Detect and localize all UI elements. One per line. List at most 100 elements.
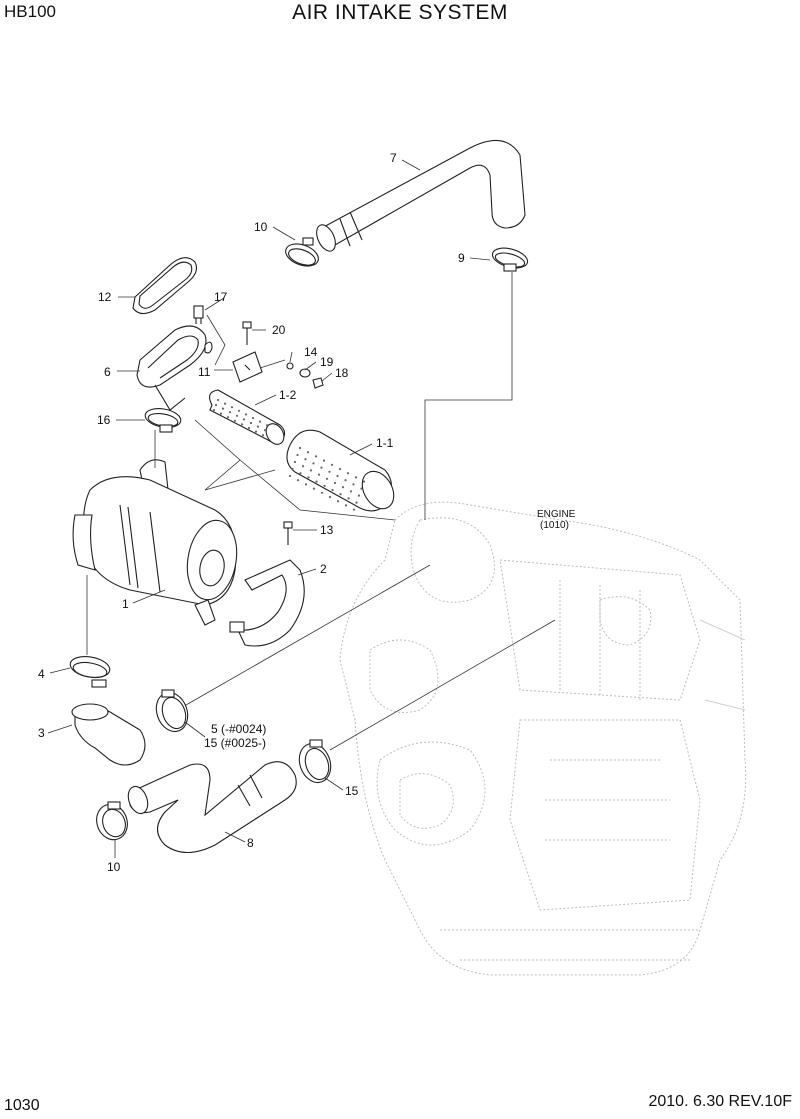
callout-6: 6 [104,365,111,379]
perforation-dot [214,403,218,407]
hose-clamp-15-right [298,739,332,784]
callout-16: 16 [97,413,111,427]
perforation-dot [357,494,361,497]
perforation-dot [226,416,230,419]
leader-lines [47,159,556,858]
perforation-dot [304,458,307,461]
perforation-dot [320,491,324,494]
perforation-dot [219,412,223,415]
perforation-dot [212,408,216,412]
page-title: AIR INTAKE SYSTEM [292,1,508,24]
intake-pipe-upper [316,139,526,252]
callout-11: 11 [198,365,211,379]
perforation-dot [258,420,262,423]
perforation-dot [347,497,350,500]
page-number: 1030 [4,1097,40,1114]
callout-4: 4 [38,667,45,681]
perforation-dot [216,398,220,402]
elbow-hose-3 [71,703,146,766]
perforation-dot [341,486,345,489]
perforation-dot [296,479,300,482]
perforation-dot [291,467,294,471]
perforation-dot [362,480,366,483]
callout-20: 20 [272,323,286,337]
perforation-dot [293,460,297,464]
perforation-dot [230,406,234,409]
perforation-dot [242,418,246,421]
air-cleaner-housing-1 [72,459,238,626]
perforation-dot [221,407,225,410]
perforation-dot [315,480,318,483]
callout-8: 8 [247,836,254,850]
callout-10-bottom: 10 [107,860,121,874]
perforation-dot [360,487,363,490]
revision-date: 2010. 6.30 REV.10F [648,1093,792,1110]
perforation-dot [251,416,255,420]
perforation-dot [244,413,248,416]
callout-15-range: 15 (#0025-) [204,736,266,750]
callout-5: 5 (-#0024) [211,722,266,736]
perforation-dot [325,477,329,480]
callout-18: 18 [335,366,349,380]
engine-ghost [339,501,747,976]
gasket-12 [132,257,197,315]
hose-clamp-5-15 [155,689,189,733]
perforation-dot [265,424,269,427]
perforation-dot [296,453,299,457]
perforation-dot [352,483,355,486]
perforation-dot [352,508,356,511]
perforation-dot [312,462,315,465]
callout-3: 3 [38,726,45,740]
callout-10-top: 10 [254,220,268,234]
perforation-dot [247,426,251,430]
washer-nut-set [286,362,324,389]
callout-17: 17 [214,290,228,304]
perforation-dot [233,419,237,422]
perforation-dot [301,465,305,468]
perforation-dot [288,474,292,478]
perforation-dot [237,409,241,412]
perforation-dot [354,476,358,479]
callout-19: 19 [320,355,334,369]
perforation-dot [312,487,316,490]
perforation-dot [322,459,326,462]
callout-9: 9 [458,251,465,265]
perforation-dot [307,476,310,479]
perforation-dot [339,493,342,496]
callout-14: 14 [304,345,318,359]
screw-13 [283,521,293,545]
perforation-dot [254,430,258,433]
perforation-dot [261,434,265,437]
callout-1-2: 1-2 [279,388,297,402]
perforation-dot [331,488,334,492]
perforation-dot [336,474,339,478]
perforation-dot [249,421,253,425]
perforation-dot [317,473,321,476]
callout-12: 12 [98,290,112,304]
perforation-dot [349,490,353,493]
perforation-dot [344,479,347,482]
perforation-dot [330,463,334,466]
perforation-dot [228,411,232,414]
engine-label-line1: ENGINE [537,509,576,520]
perforation-dot [346,472,350,475]
perforation-dot [314,455,318,458]
safety-element-1-2 [209,389,286,445]
engine-label-line2: (1010) [540,520,569,531]
bolt-17 [193,305,204,324]
primary-element-1-1 [286,429,395,512]
perforation-dot [223,402,227,405]
perforation-dot [323,484,326,487]
perforation-dot [320,466,323,469]
perforation-dot [328,495,332,499]
inlet-hood-6 [136,325,213,411]
callout-15: 15 [345,784,359,798]
perforation-dot [336,500,340,503]
perforation-dot [355,501,358,504]
callout-2: 2 [320,562,327,576]
perforation-dot [306,451,310,454]
mounting-band-2 [229,559,305,647]
bracket-11 [232,351,286,383]
hose-clamp-9 [424,247,529,520]
